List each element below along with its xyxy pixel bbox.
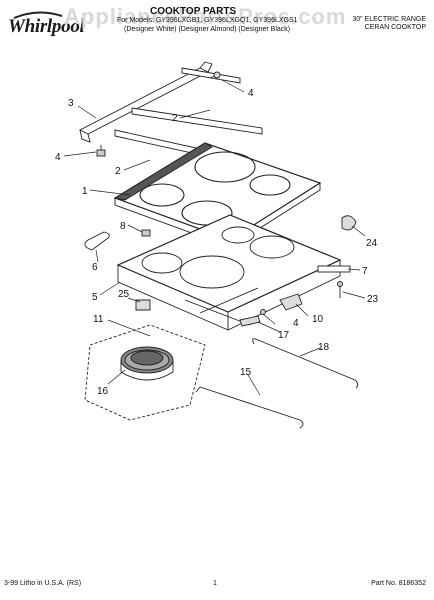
part-rear-trim-bracket: [79, 61, 213, 143]
part-wire-connector: [239, 309, 266, 327]
color-line: (Designer White) (Designer Almond) (Desi…: [124, 26, 291, 33]
callout-16: 16: [97, 386, 109, 397]
part-rod-long: [252, 338, 359, 389]
callout-2b: 2: [115, 166, 121, 177]
part-number: Part No. 8186352: [371, 580, 426, 587]
range-type: 30" ELECTRIC RANGE: [352, 16, 426, 23]
part-front-trim: [317, 265, 351, 273]
part-radiant-element: [84, 324, 206, 421]
part-rod-short: [195, 386, 304, 429]
callout-25: 25: [118, 289, 130, 300]
callout-8: 8: [120, 221, 126, 232]
brand-logo: Whirlpool: [8, 16, 85, 37]
part-screw-left: [96, 145, 106, 157]
models-line: For Models: GY396LXGB1, GY396LXGQ1, GY39…: [117, 17, 298, 24]
callout-24: 24: [366, 238, 378, 249]
callout-7: 7: [362, 266, 368, 277]
callout-4b: 4: [55, 152, 61, 163]
part-side-trim-upper: [131, 67, 263, 135]
watermark: AppliancePartsPros.com: [64, 4, 347, 29]
part-element-bracket: [135, 299, 151, 311]
leader-lines: [63, 79, 366, 396]
callout-5: 5: [92, 292, 98, 303]
page-title: COOKTOP PARTS: [150, 6, 237, 17]
litho-note: 3-99 Litho in U.S.A. (RS): [4, 580, 82, 587]
part-clip: [141, 229, 151, 237]
logo-swoosh-icon: [13, 11, 63, 19]
callout-3: 3: [68, 98, 74, 109]
callout-6: 6: [92, 262, 98, 273]
page-number: 1: [213, 580, 217, 587]
callout-18: 18: [318, 342, 330, 353]
callout-1: 1: [82, 186, 88, 197]
callout-10: 10: [312, 314, 324, 325]
callout-2a: 2: [172, 113, 178, 124]
callout-4a: 4: [248, 88, 254, 99]
callout-15: 15: [240, 367, 252, 378]
cooktop-type: CERAN COOKTOP: [364, 24, 426, 31]
callout-23: 23: [367, 294, 379, 305]
callout-11: 11: [93, 314, 104, 325]
part-screw-right: [337, 281, 343, 298]
part-burner-box: [116, 214, 342, 331]
part-bracket-clip: [84, 231, 110, 251]
callout-17: 17: [278, 330, 290, 341]
part-terminal-block: [279, 293, 303, 311]
part-screw-top: [209, 71, 221, 79]
callout-4c: 4: [293, 318, 299, 329]
